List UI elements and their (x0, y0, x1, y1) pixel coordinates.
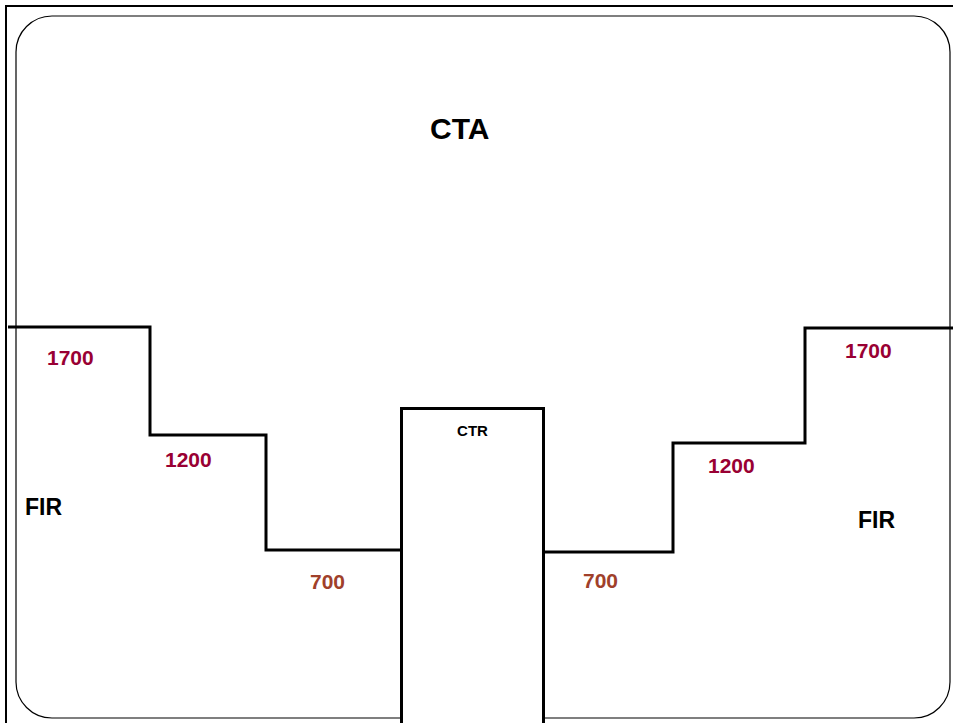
region-name: CTA (430, 114, 489, 144)
altitude-value: 1700 (845, 340, 892, 361)
zone-name: CTR (403, 410, 542, 438)
region-name: FIR (25, 496, 62, 519)
control-zone-box: CTR (400, 407, 545, 723)
altitude-value: 700 (310, 571, 345, 592)
altitude-value: 1200 (165, 449, 212, 470)
outer-frame (6, 6, 953, 723)
cta-lower-limit-right (534, 328, 953, 552)
altitude-value: 1700 (47, 347, 94, 368)
cta-lower-limit-left (8, 327, 400, 550)
region-name: FIR (858, 509, 895, 532)
altitude-value: 1200 (708, 455, 755, 476)
altitude-value: 700 (583, 570, 618, 591)
